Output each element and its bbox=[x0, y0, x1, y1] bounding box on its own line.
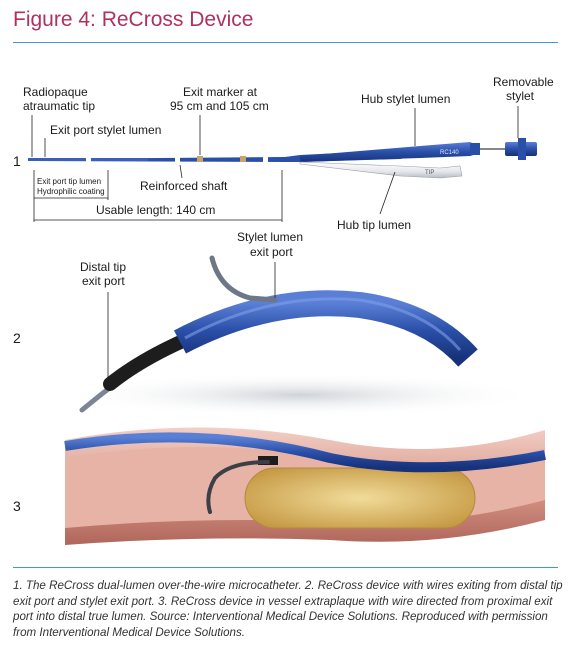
label-radiopaque-line1: Radiopaque bbox=[23, 85, 88, 99]
label-removable-line2: stylet bbox=[506, 89, 535, 103]
label-radiopaque-line2: atraumatic tip bbox=[23, 99, 95, 113]
extraplaque-catheter bbox=[64, 432, 546, 473]
label-hydrophilic-coating: Hydrophilic coating bbox=[37, 187, 105, 196]
hub-tip-marking: TIP bbox=[425, 170, 434, 176]
panel-number-1: 1 bbox=[13, 153, 21, 169]
label-stylet-exit-line2: exit port bbox=[250, 245, 293, 259]
figure-caption: 1. The ReCross dual-lumen over-the-wire … bbox=[13, 579, 563, 639]
hub-tip-body bbox=[299, 161, 463, 179]
panel-2-shadow bbox=[60, 373, 540, 417]
panel-2: 2 Stylet lumen exit port Distal tip exit… bbox=[13, 230, 540, 417]
label-exit-port-tip-lumen: Exit port tip lumen bbox=[37, 177, 101, 186]
plaque bbox=[244, 467, 476, 529]
removable-stylet-cap bbox=[518, 138, 526, 160]
hub-stylet-body bbox=[300, 142, 480, 162]
label-removable-line1: Removable bbox=[493, 75, 554, 89]
label-stylet-exit-line1: Stylet lumen bbox=[237, 230, 303, 244]
label-distal-tip-line1: Distal tip bbox=[80, 260, 126, 274]
true-lumen-wire bbox=[206, 460, 270, 514]
panel-1: 1 RC140 TIP bbox=[13, 75, 554, 232]
stylet-exit-wire bbox=[209, 255, 278, 303]
panel-1-leader-lines bbox=[31, 106, 519, 222]
label-hub-tip-lumen: Hub tip lumen bbox=[337, 218, 411, 232]
hub-stylet-connector bbox=[470, 143, 480, 155]
hub-stylet-marking: RC140 bbox=[440, 150, 459, 156]
figure-title: Figure 4: ReCross Device bbox=[13, 8, 254, 31]
title-divider bbox=[13, 42, 558, 43]
label-exit-port-stylet-lumen: Exit port stylet lumen bbox=[50, 123, 161, 137]
label-reinforced-shaft: Reinforced shaft bbox=[140, 179, 228, 193]
label-hub-stylet-lumen: Hub stylet lumen bbox=[361, 92, 450, 106]
catheter-highlight bbox=[184, 297, 462, 351]
exit-marker-95 bbox=[197, 156, 203, 162]
label-exit-marker-line1: Exit marker at bbox=[183, 85, 258, 99]
label-exit-marker-line2: 95 cm and 105 cm bbox=[170, 99, 269, 113]
panel-2-leader-lines bbox=[107, 262, 276, 378]
panel-number-3: 3 bbox=[13, 498, 21, 514]
label-distal-tip-line2: exit port bbox=[82, 274, 125, 288]
caption-divider bbox=[13, 567, 558, 568]
distal-tip-section bbox=[103, 333, 192, 391]
curved-catheter bbox=[173, 290, 478, 367]
shaft-marker-gaps bbox=[86, 154, 268, 164]
panel-3: 3 bbox=[13, 427, 546, 545]
label-usable-length: Usable length: 140 cm bbox=[96, 203, 215, 217]
panel-number-2: 2 bbox=[13, 330, 21, 346]
exit-marker-105 bbox=[240, 156, 246, 162]
